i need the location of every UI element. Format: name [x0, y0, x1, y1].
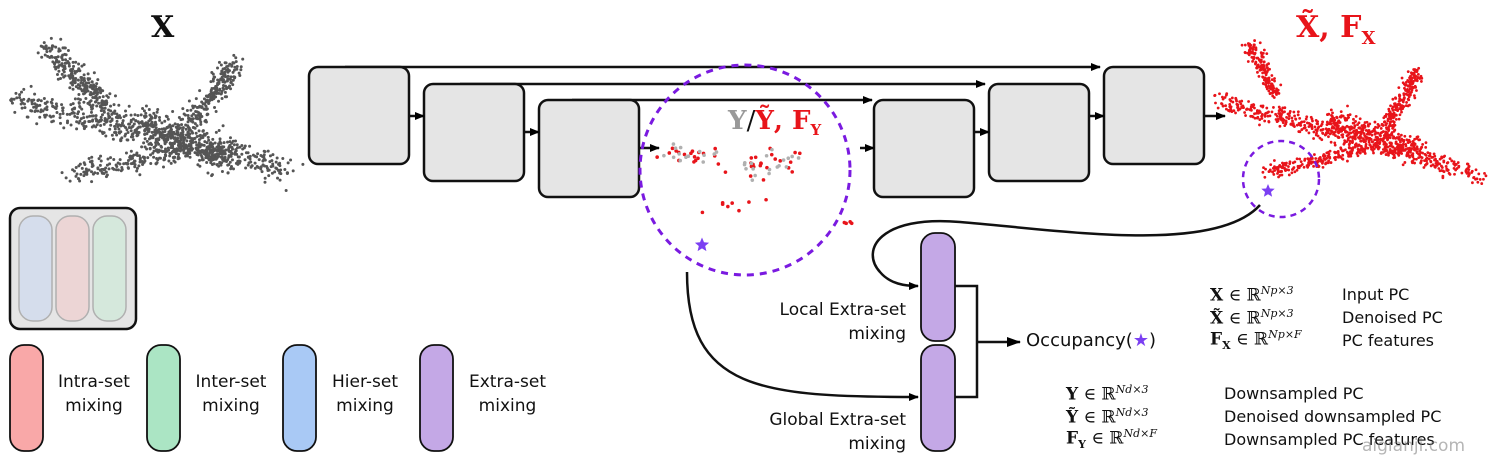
notation-row: X̃ ∈ ℝNp×3 Denoised PC: [1210, 306, 1443, 329]
decoder-block-3: [1102, 65, 1206, 166]
downsampled-zoom-circle: [638, 63, 852, 277]
legend-hier-pill: [282, 344, 317, 452]
legend-extra-pill: [419, 344, 454, 452]
global-extra-set-block: [920, 344, 956, 452]
legend-inter-pill: [146, 344, 181, 452]
local-extra-set-block: [920, 232, 956, 342]
star-icon: ★: [1132, 330, 1149, 351]
query-star-icon: [694, 237, 710, 252]
notation-row: FY ∈ ℝNd×F Downsampled PC features: [1066, 427, 1435, 452]
input-point-cloud: [9, 36, 305, 192]
decoder-block-1: [872, 98, 976, 199]
hier-pill-faded: [18, 215, 53, 322]
encoder-block-2: [422, 82, 526, 183]
downsampled-point-cloud: [655, 142, 854, 226]
output-zoom-circle: [1241, 139, 1321, 219]
local-query-curve: [871, 204, 1261, 290]
notation-top: X ∈ ℝNp×3 Input PC X̃ ∈ ℝNp×3 Denoised P…: [1210, 283, 1443, 353]
occupancy-output: Occupancy(★): [1026, 330, 1156, 351]
decoder-block-2: [987, 82, 1091, 183]
output-point-cloud: [1213, 39, 1488, 185]
query-star-icon: [1261, 184, 1275, 197]
encoder-block-1: [307, 65, 411, 166]
blocks: [307, 65, 1206, 199]
query-connectors: [685, 204, 1261, 401]
downsampled-title: Y/Ỹ, FY: [728, 106, 822, 140]
merge-connector: [955, 284, 1021, 399]
notation-row: X ∈ ℝNp×3 Input PC: [1210, 283, 1410, 306]
inter-pill-faded: [92, 215, 127, 322]
notation-row: Y ∈ ℝNd×3 Downsampled PC: [1066, 382, 1364, 405]
forward-arrows: [409, 112, 1226, 152]
notation-row: Ỹ ∈ ℝNd×3 Denoised downsampled PC: [1066, 405, 1442, 428]
legend-intra-pill: [9, 344, 44, 452]
combined-mixing-block: [8, 206, 138, 331]
intra-pill-faded: [55, 215, 90, 322]
notation-bottom: Y ∈ ℝNd×3 Downsampled PC Ỹ ∈ ℝNd×3 Denoi…: [1066, 382, 1442, 452]
global-query-curve: [685, 271, 919, 401]
watermark: aigianji.com: [1362, 436, 1466, 456]
notation-row: FX ∈ ℝNp×F PC features: [1210, 328, 1435, 353]
input-title: X: [151, 10, 175, 45]
encoder-block-3: [537, 98, 641, 199]
output-title: X̃, FX: [1296, 10, 1376, 49]
